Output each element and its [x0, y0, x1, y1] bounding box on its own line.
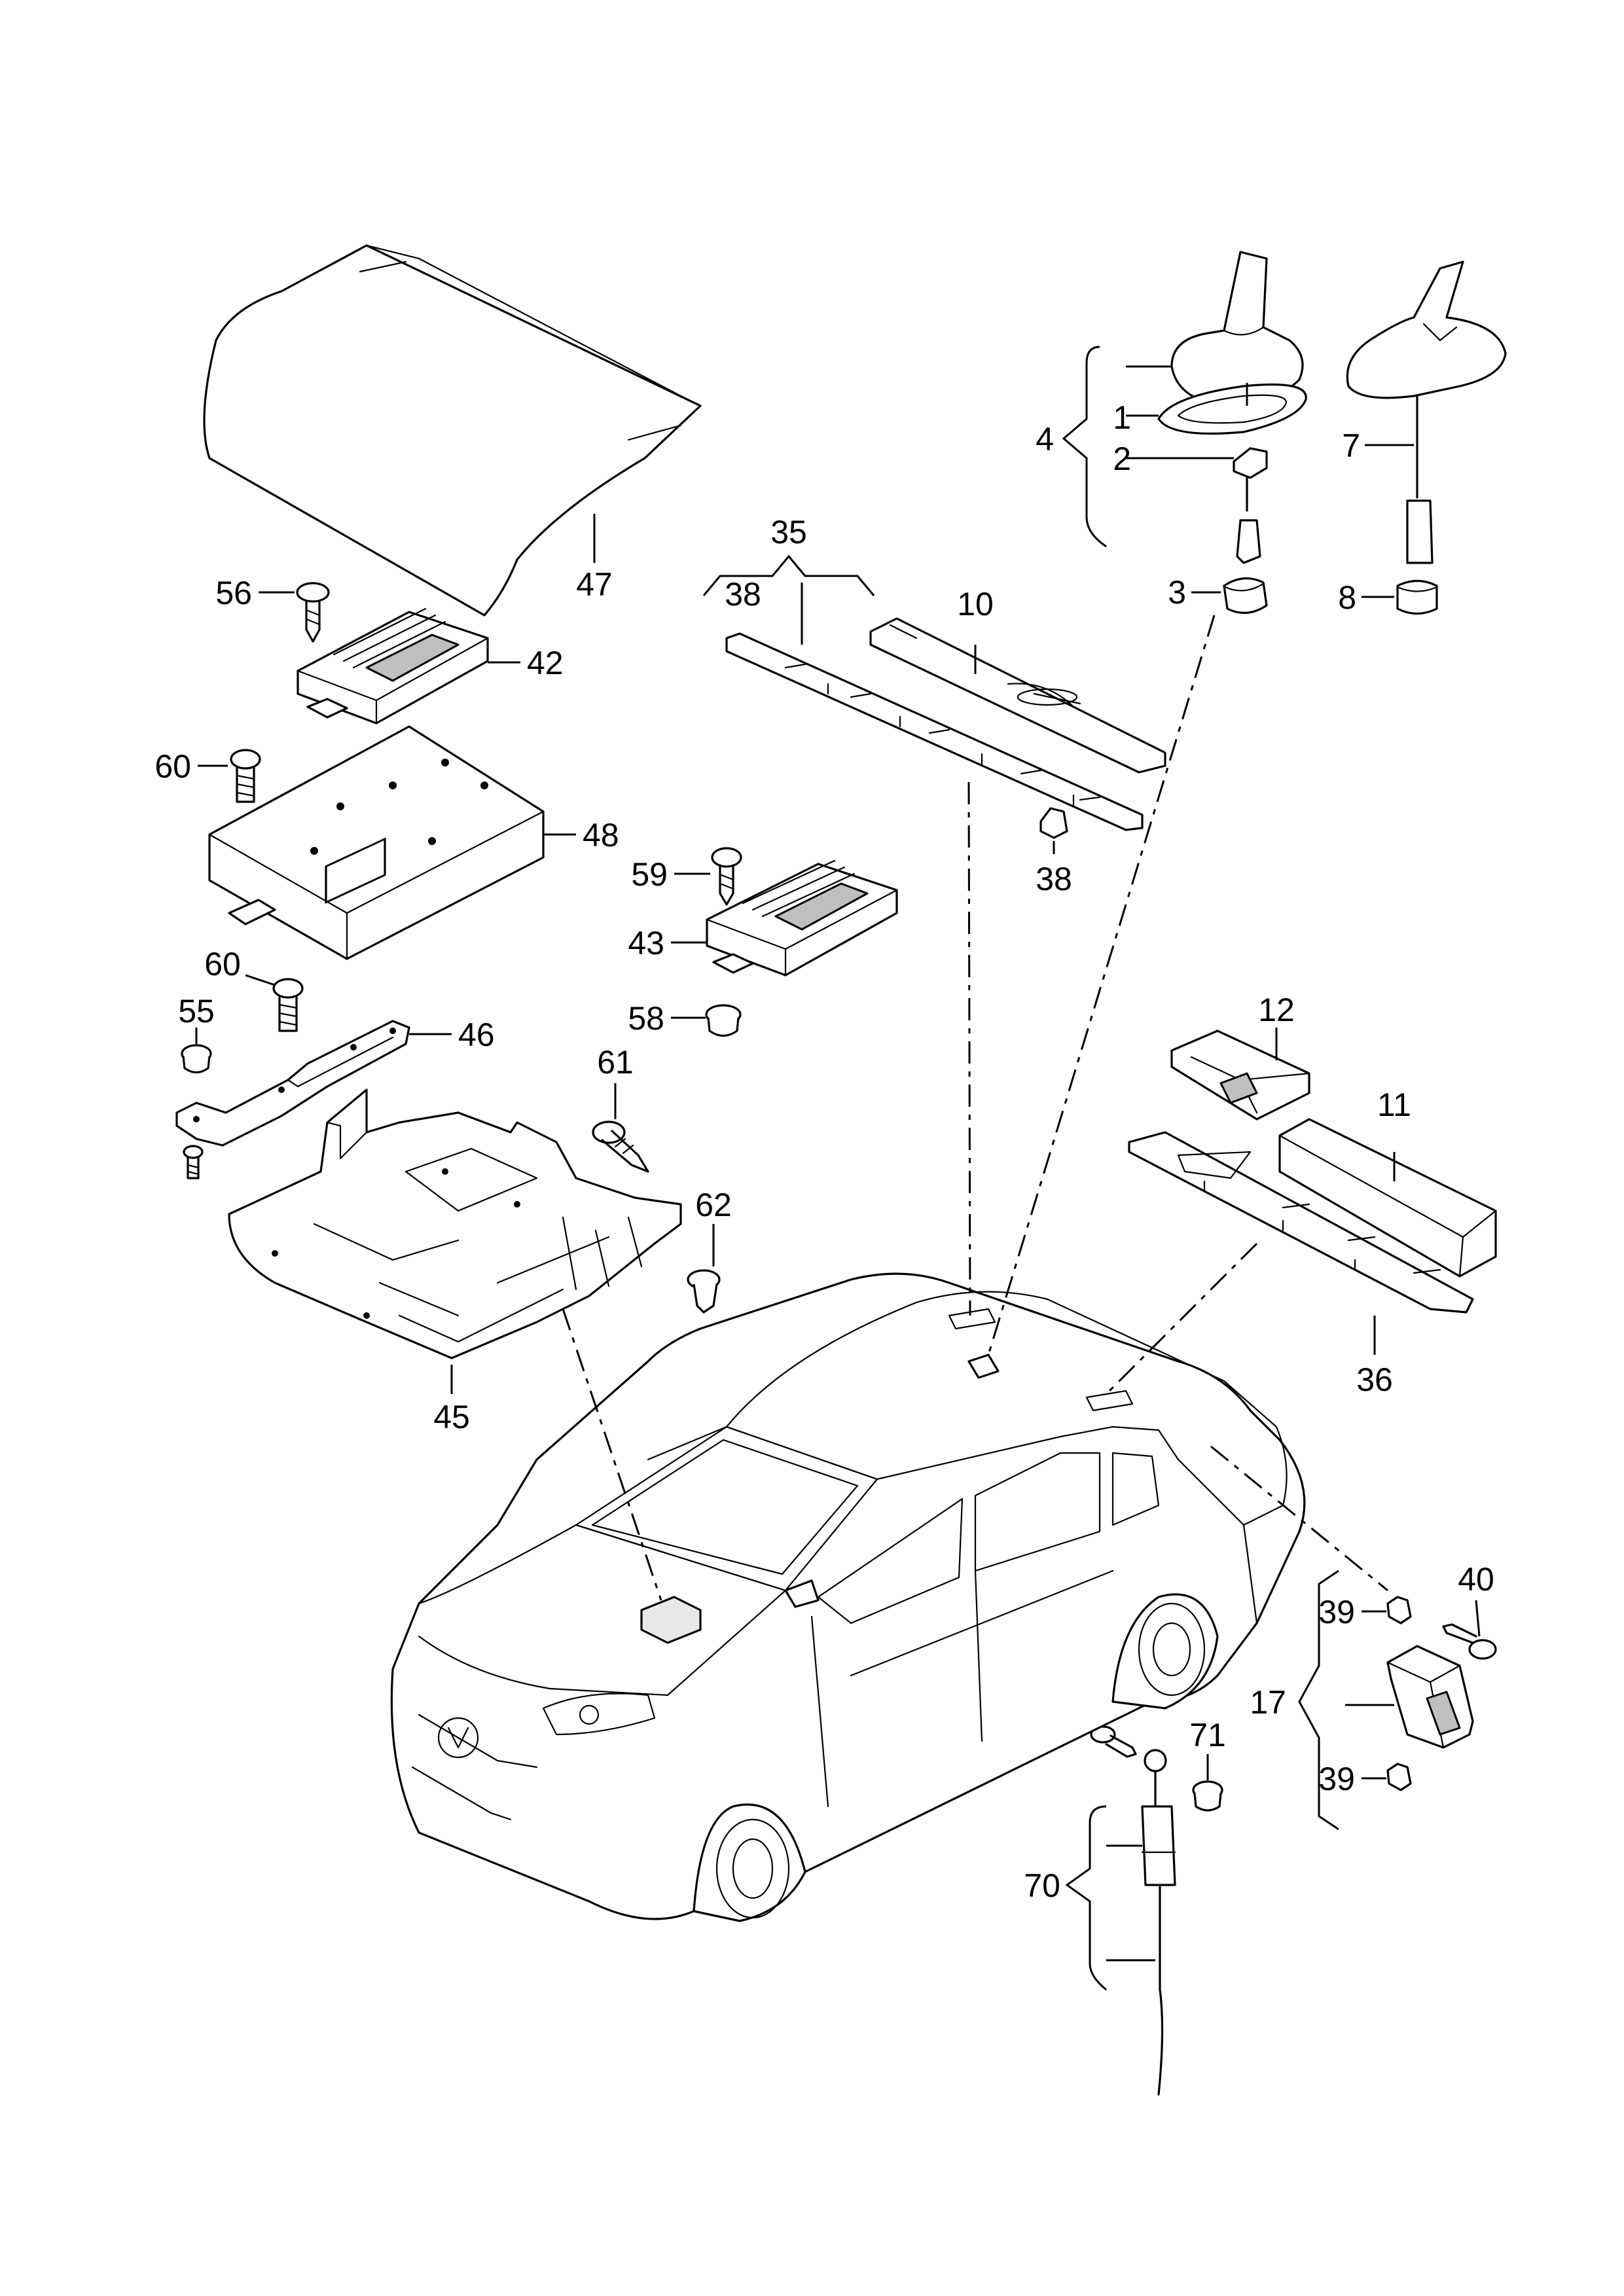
part-58-nut	[671, 1004, 742, 1037]
callout-45: 45	[433, 1399, 470, 1435]
part-43-control-unit	[671, 859, 898, 977]
callout-10: 10	[957, 586, 994, 622]
part-59-screw	[674, 847, 742, 906]
callout-48: 48	[583, 817, 619, 853]
callout-3: 3	[1168, 574, 1186, 611]
callout-11: 11	[1377, 1086, 1411, 1123]
part-60-bolt-upper	[198, 749, 261, 803]
callout-38-clip: 38	[1036, 861, 1072, 897]
part-8-nut	[1362, 579, 1438, 615]
callout-59: 59	[631, 856, 668, 893]
callout-40: 40	[1458, 1561, 1494, 1598]
callout-55: 55	[178, 993, 215, 1030]
part-40-screw	[1442, 1600, 1497, 1660]
part-60-bolt-lower	[245, 974, 304, 1032]
part-36-strip	[1128, 1131, 1474, 1355]
part-4-roof-antenna	[1062, 251, 1307, 615]
part-39-clip-lower	[1362, 1763, 1412, 1791]
callout-4: 4	[1036, 421, 1054, 457]
part-12-amplifier	[1170, 1028, 1310, 1121]
part-42-control-unit	[297, 607, 520, 725]
callout-46: 46	[458, 1016, 495, 1053]
part-70-cable	[1065, 1749, 1176, 2096]
part-61-screw	[592, 1083, 649, 1173]
callout-71: 71	[1189, 1717, 1226, 1753]
leader-lines	[562, 615, 1388, 1601]
callout-56: 56	[215, 575, 252, 611]
callout-38-top: 38	[725, 576, 761, 613]
callout-58: 58	[628, 1000, 664, 1037]
part-38-strip	[725, 583, 1144, 831]
part-10-antenna-module	[869, 617, 1166, 774]
callout-35: 35	[770, 514, 807, 550]
part-56-screw	[259, 582, 330, 643]
part-bolt-70	[1090, 1725, 1137, 1758]
part-47-cover	[203, 244, 702, 617]
callout-47: 47	[576, 566, 613, 603]
part-35-bracket	[702, 554, 875, 596]
callout-7: 7	[1342, 427, 1360, 464]
callout-17: 17	[1250, 1684, 1286, 1721]
callout-39-lower: 39	[1318, 1761, 1355, 1797]
callout-1: 1	[1113, 399, 1131, 436]
callout-12: 12	[1258, 992, 1295, 1028]
part-11-antenna-module	[1278, 1118, 1497, 1278]
part-48-receiver	[208, 725, 576, 960]
car-sedan	[390, 1272, 1306, 1922]
callout-62: 62	[695, 1187, 732, 1223]
part-38-clip	[1039, 807, 1068, 854]
callout-39-upper: 39	[1318, 1594, 1355, 1630]
part-small-screw	[183, 1145, 204, 1179]
part-45-tray	[228, 1088, 682, 1394]
part-46-bracket	[175, 1020, 452, 1147]
callout-2: 2	[1113, 440, 1131, 477]
part-55-nut	[181, 1028, 212, 1074]
part-17-unit	[1298, 1570, 1474, 1831]
callout-labels: 1 2 3 4 7 8 10 11 12 17 35 36 38 38 39 3…	[154, 399, 1494, 1904]
part-71-nut	[1192, 1754, 1223, 1812]
callout-70: 70	[1024, 1867, 1060, 1904]
callout-60-lower: 60	[204, 946, 241, 982]
callout-8: 8	[1338, 579, 1356, 616]
callout-61: 61	[597, 1044, 634, 1081]
callout-42: 42	[527, 645, 564, 681]
part-39-clip-upper	[1362, 1596, 1412, 1624]
callout-36: 36	[1356, 1361, 1393, 1398]
part-62-clip	[687, 1224, 721, 1314]
callout-60-upper: 60	[154, 748, 191, 785]
callout-43: 43	[628, 925, 664, 961]
part-7-antenna	[1346, 260, 1507, 564]
